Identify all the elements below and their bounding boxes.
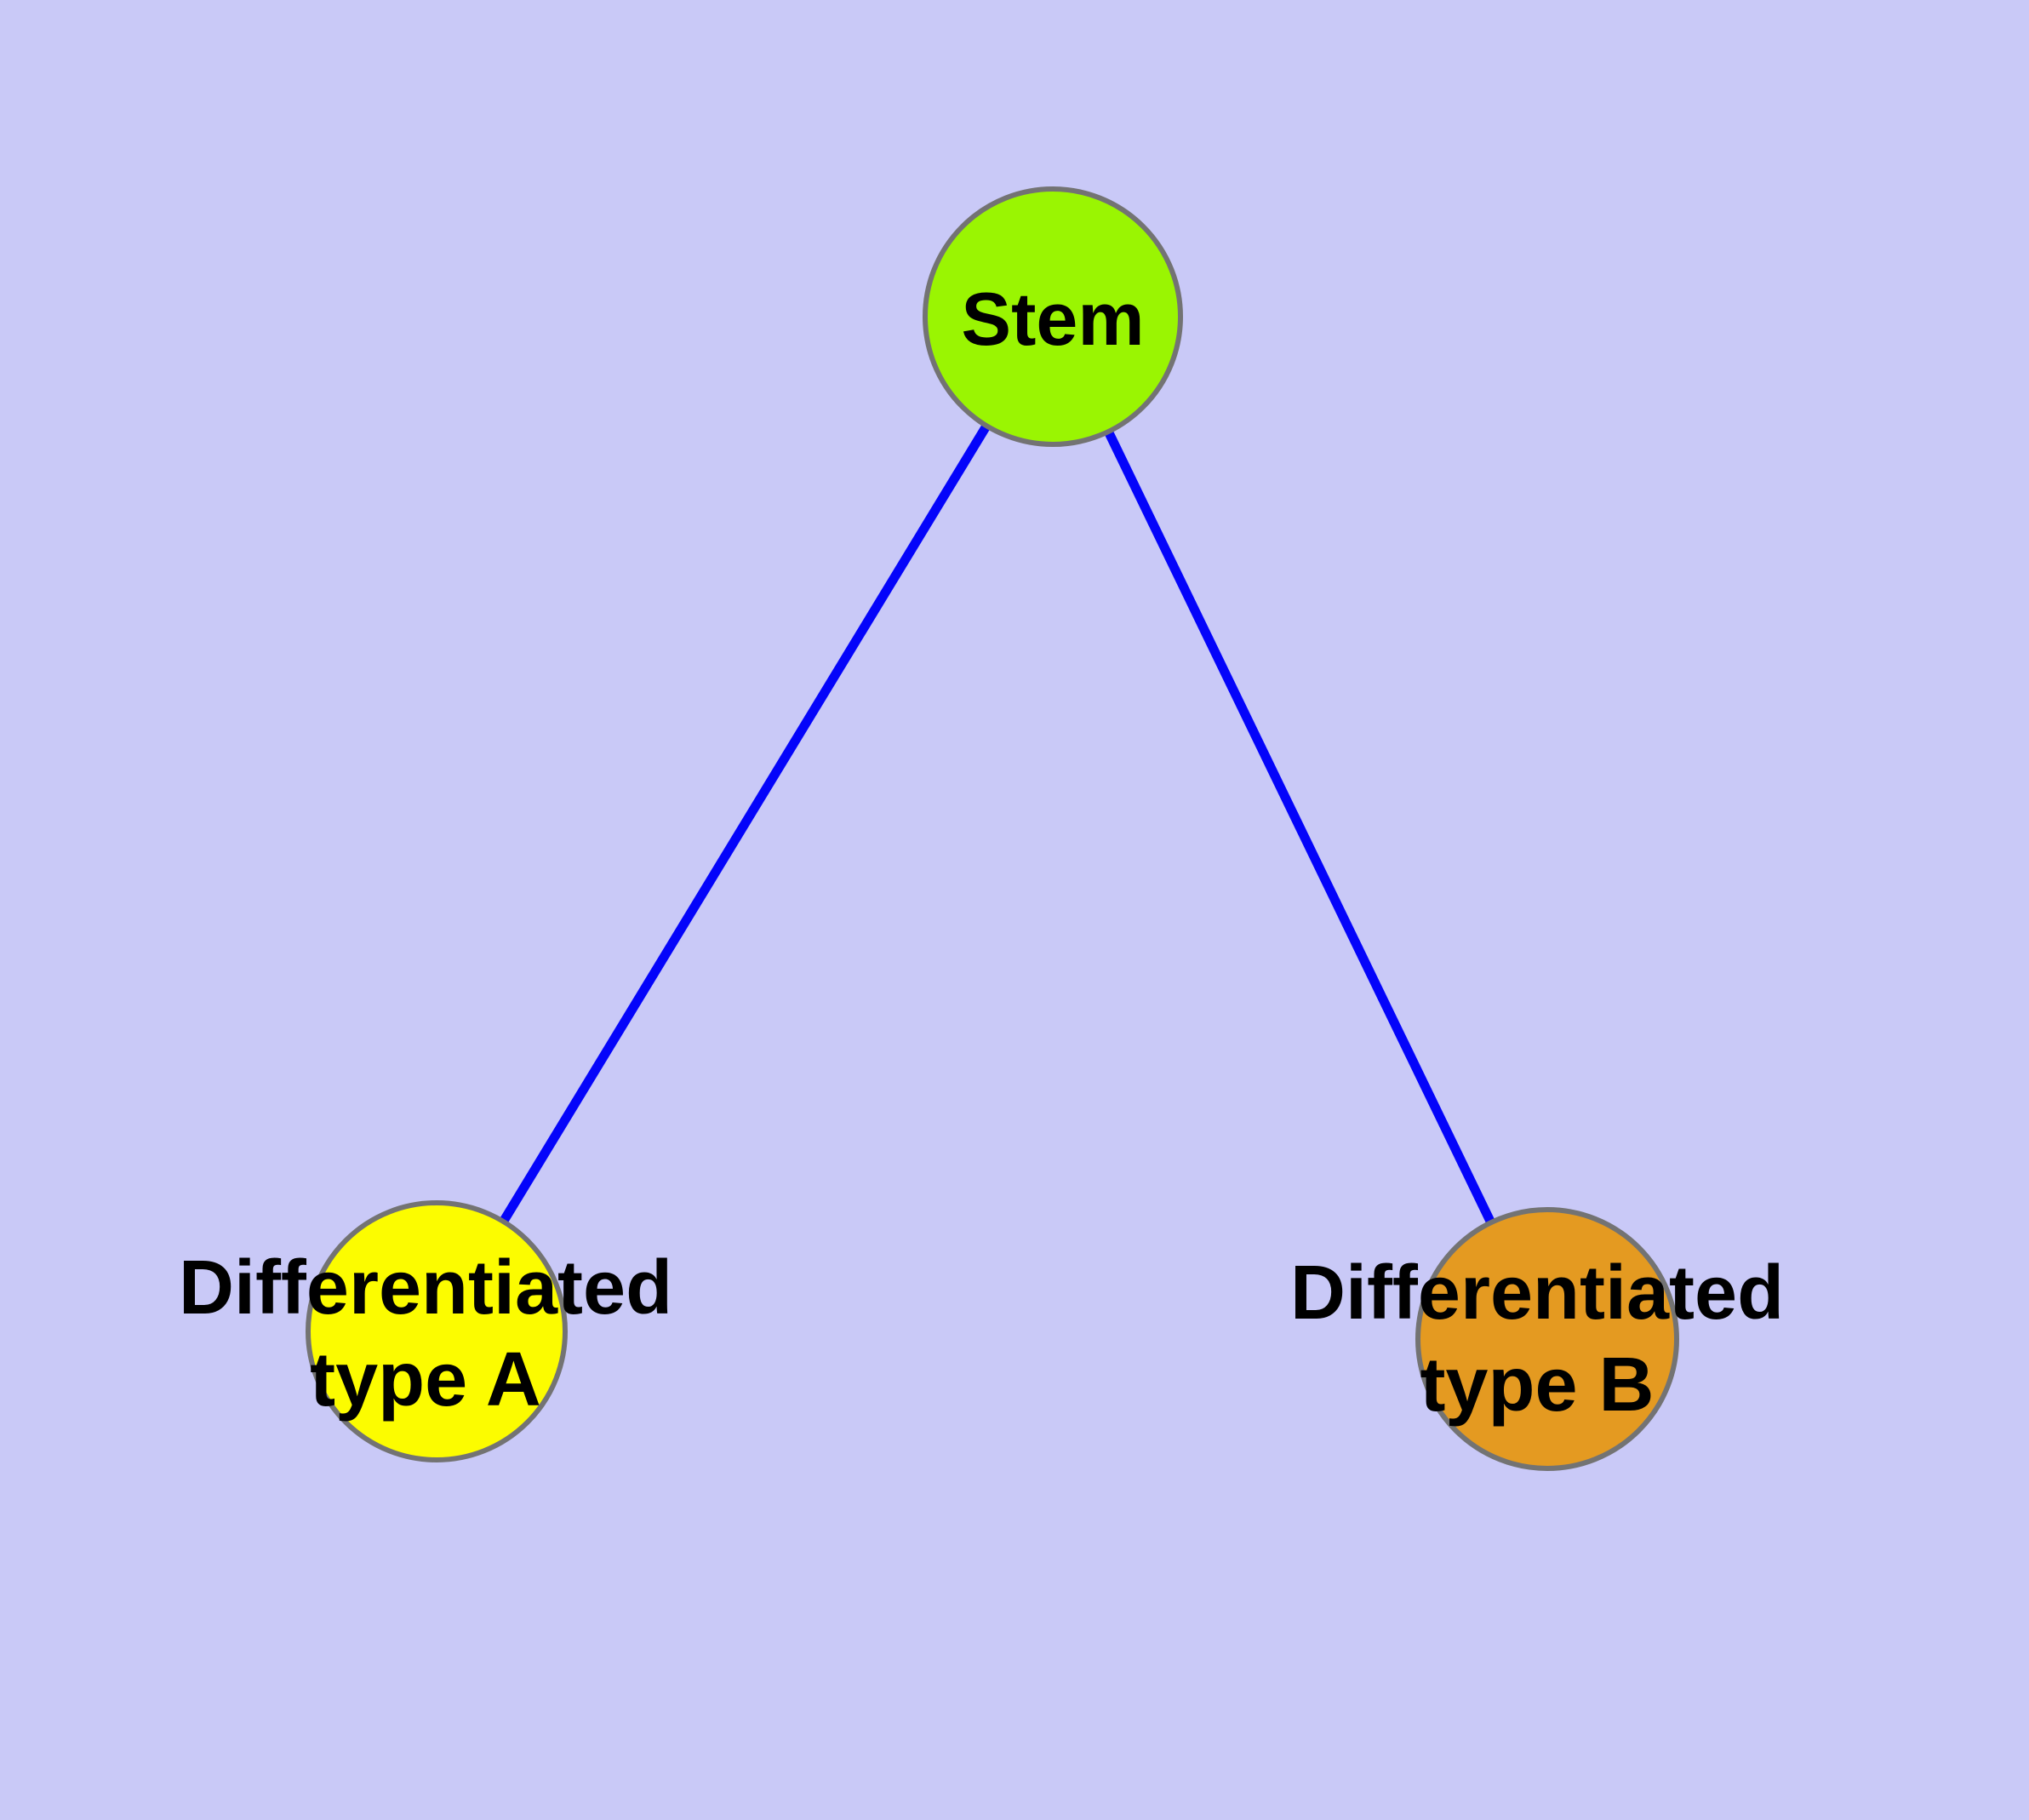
edge-stem-to-type-b bbox=[1049, 314, 1552, 1342]
type-a-node-label: Differentiated type A bbox=[178, 1245, 673, 1422]
edge-group bbox=[432, 314, 1552, 1342]
stem-node-circle bbox=[923, 186, 1183, 447]
stem-node-label: Stem bbox=[961, 277, 1145, 361]
type-b-node-label: Differentiated type B bbox=[1289, 1251, 1785, 1428]
node-group bbox=[306, 186, 1679, 1471]
type-b-node-circle bbox=[1415, 1207, 1679, 1471]
type-a-node-circle bbox=[306, 1200, 568, 1462]
edge-stem-to-type-a bbox=[432, 314, 1057, 1334]
